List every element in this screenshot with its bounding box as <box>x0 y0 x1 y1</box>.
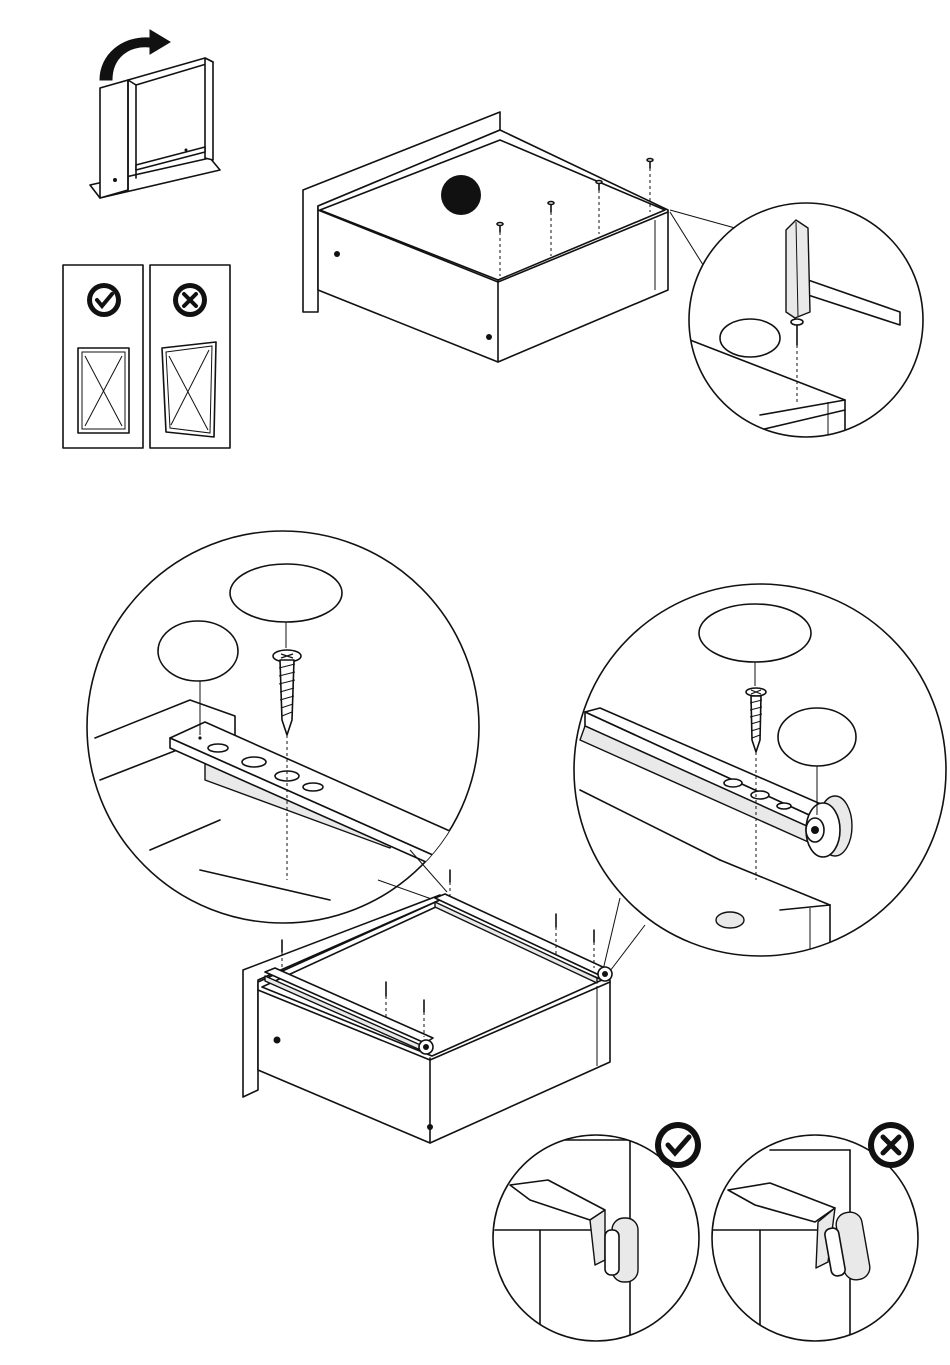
check-circle-icon <box>87 283 121 317</box>
cross-circle-icon <box>173 283 207 317</box>
runner-screw-detail-left <box>87 531 479 923</box>
runner-label-bubble <box>158 621 238 681</box>
squareness-check-correct <box>63 265 143 448</box>
flip-carcass-illustration <box>90 30 220 198</box>
hammer-detail-callout <box>689 203 923 440</box>
runner-orientation-correct <box>493 1122 701 1345</box>
wheel-label-bubble <box>778 708 856 766</box>
screw-label-bubble <box>699 604 811 662</box>
runner-wheel-detail-right <box>574 584 946 975</box>
cross-circle-icon <box>868 1122 914 1168</box>
part-label-bubble <box>720 319 780 357</box>
check-circle-icon <box>655 1122 701 1168</box>
screw-label-bubble <box>230 564 342 622</box>
drawer-nailing-illustration <box>303 112 735 362</box>
squareness-check-wrong <box>150 265 230 448</box>
step-marker-dot <box>441 175 481 215</box>
runner-orientation-wrong <box>712 1122 918 1345</box>
